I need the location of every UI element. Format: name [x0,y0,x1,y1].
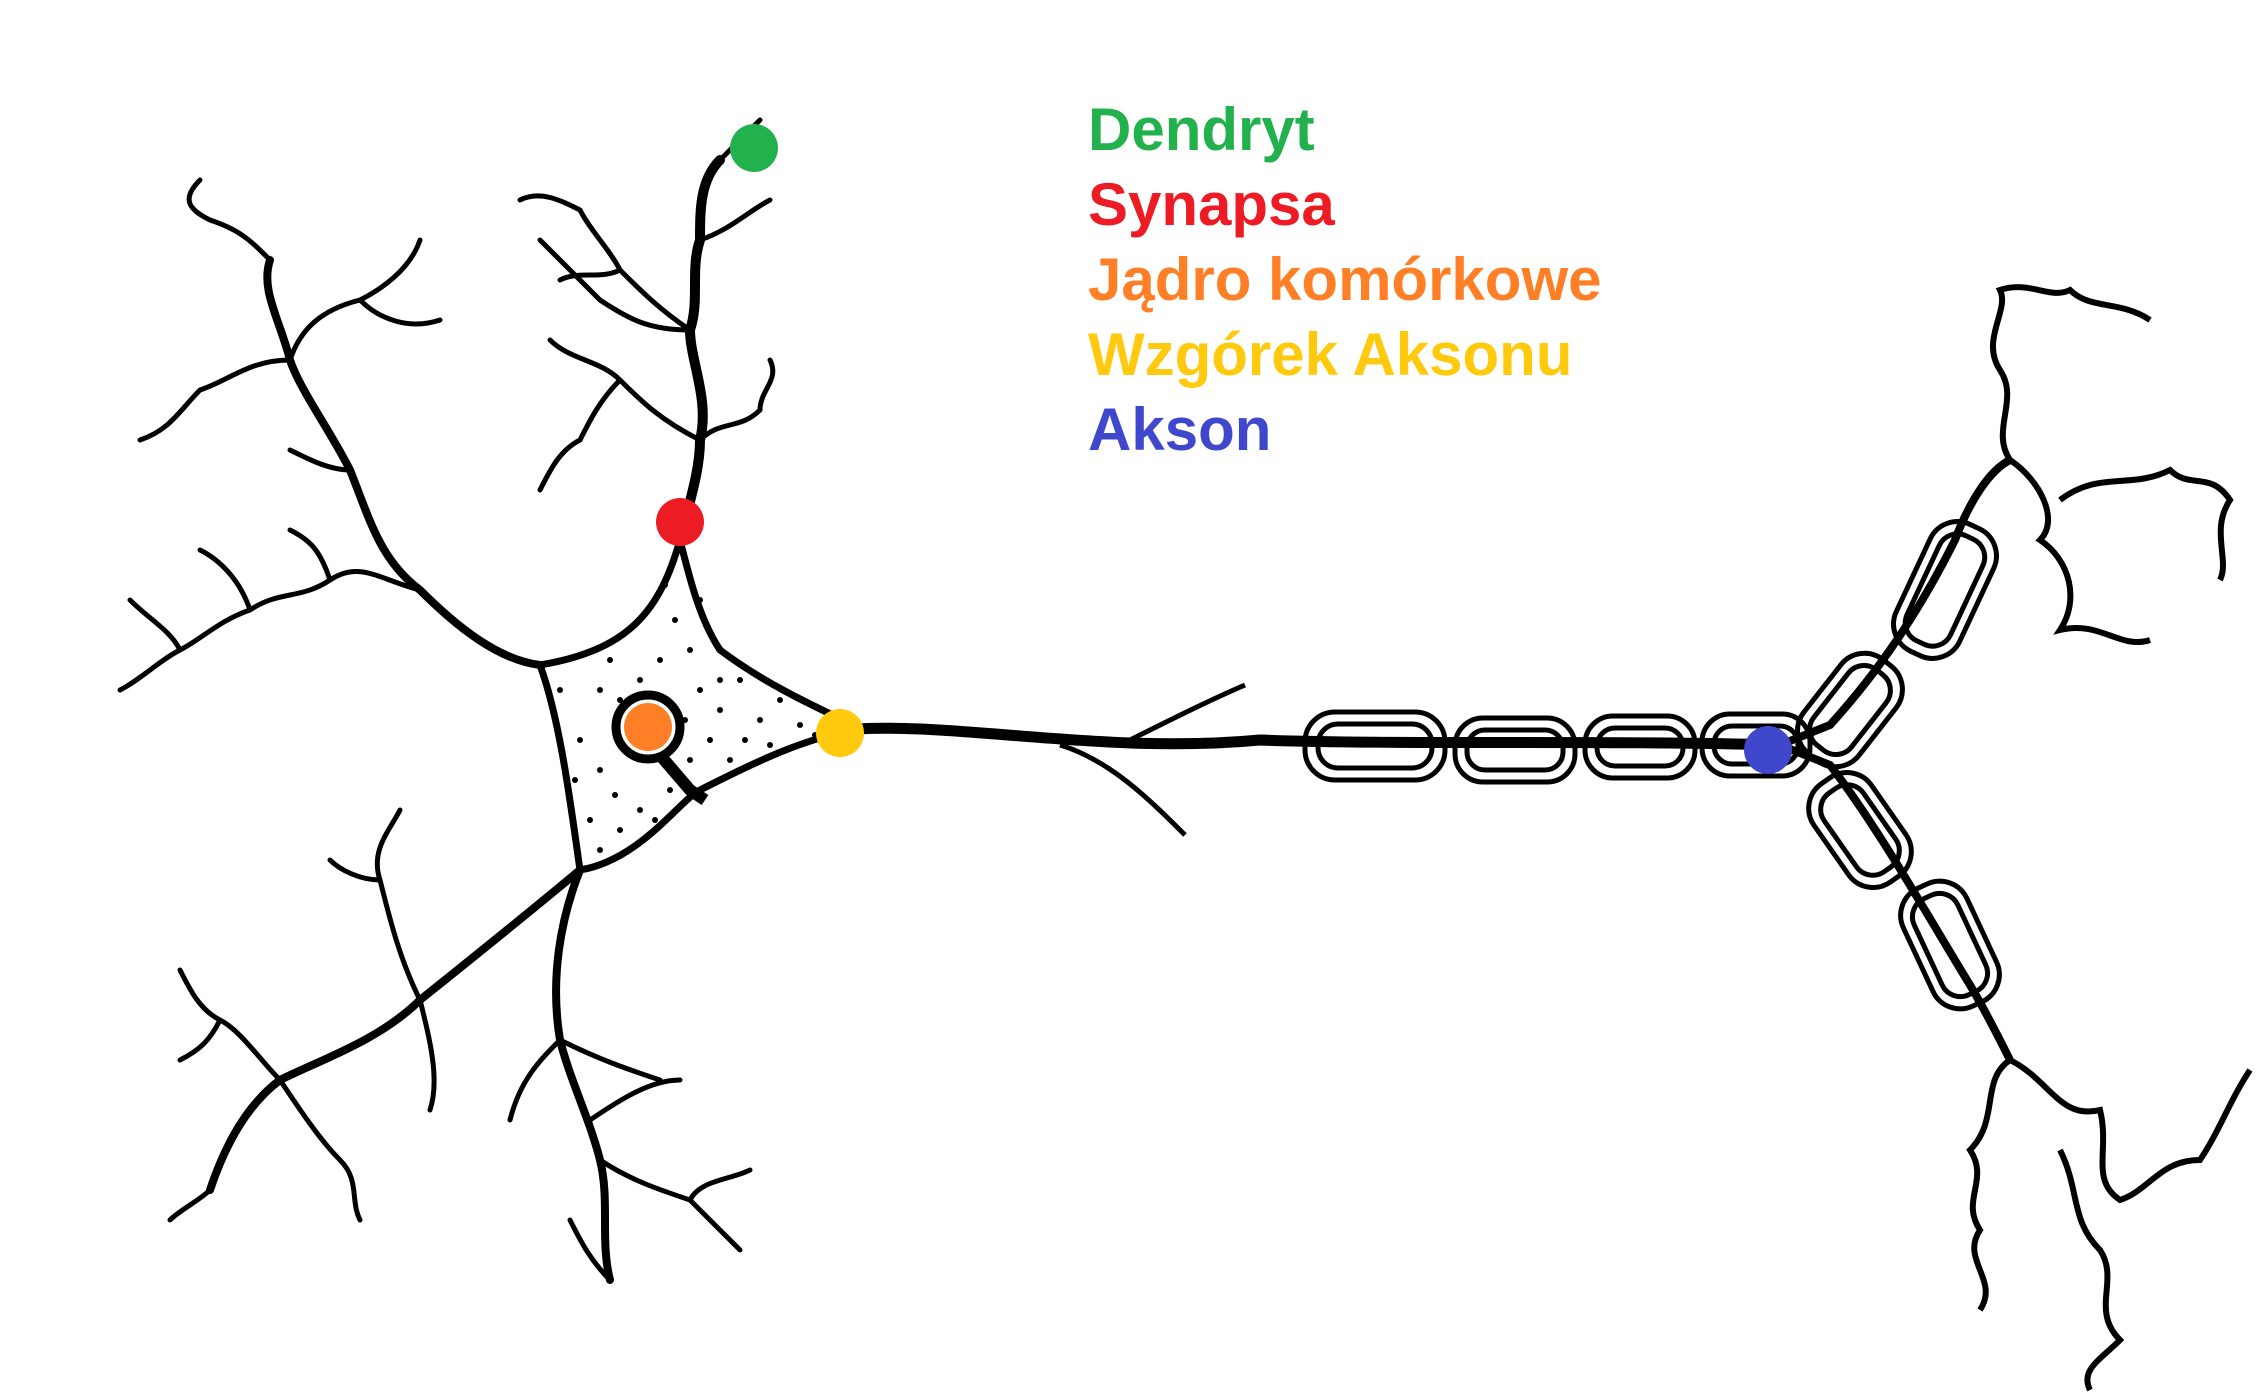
marker-axon [1744,726,1792,774]
dendrites [117,117,776,1284]
nucleus-tail [655,751,709,805]
axon-collateral [1059,682,1246,837]
marker-dendrite [730,124,778,172]
legend-item-axon-hillock: Wzgórek Aksonu [1088,321,1573,388]
legend-item-dendrite: Dendryt [1088,96,1315,163]
marker-synapse [656,498,704,546]
dendrite-left-lower-twigs [167,807,437,1223]
legend-item-nucleus: Jądro komórkowe [1088,246,1602,313]
axon-terminal-upper [1989,284,2234,645]
legend-item-synapse: Synapsa [1088,171,1335,238]
marker-axon-hillock [816,709,864,757]
marker-nucleus [624,703,672,751]
legend-item-axon: Akson [1088,396,1272,463]
axon-terminal-branch-upper [1778,456,2012,749]
axon-terminal-lower [1966,1057,2253,1392]
legend: Dendryt Synapsa Jądro komórkowe Wzgórek … [1088,92,1602,467]
dendrite-bottom-twigs [507,1037,753,1283]
axon-trunk [839,722,1781,751]
dendrite-top-twigs [517,117,776,493]
myelin-sheaths-branches [1795,519,2002,1012]
markers [624,124,1792,774]
dendrite-left-lower [206,866,584,1194]
dendrite-top [675,155,725,545]
dendrite-left-upper-twigs [117,177,443,693]
axon-terminal-branch-lower [1778,741,2014,1062]
dendrite-bottom [552,866,614,1284]
dendrite-left-upper [263,256,544,669]
